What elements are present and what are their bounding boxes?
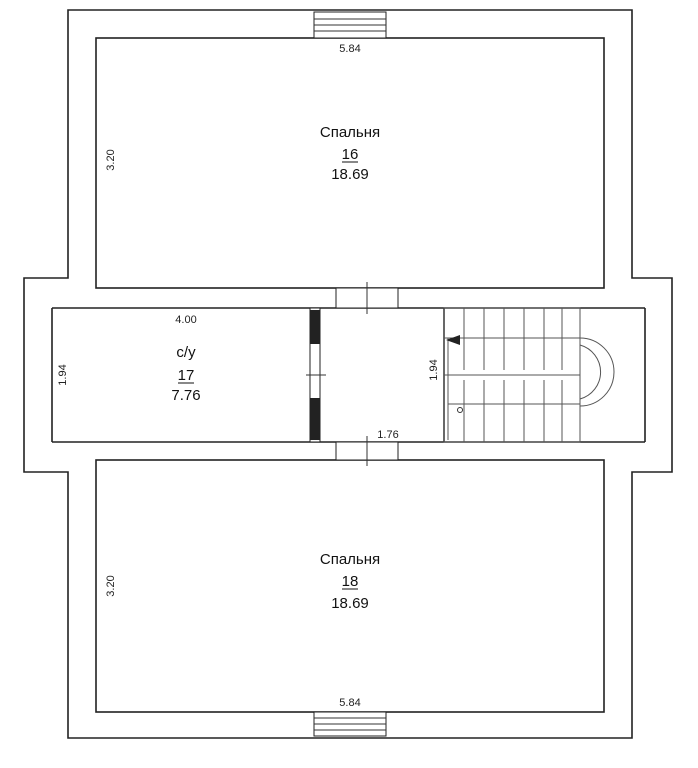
dim-hall-width: 1.76 <box>377 429 398 441</box>
bedroom-top-number: 16 <box>342 146 359 163</box>
outer-wall <box>23 9 673 739</box>
window-bottom <box>313 711 387 737</box>
bedroom-bottom-area: 18.69 <box>331 595 369 612</box>
dim-top-height: 3.20 <box>105 149 117 170</box>
bedroom-bottom-name: Спальня <box>320 551 380 568</box>
stair-start-marker <box>457 407 463 413</box>
dim-bottom-height: 3.20 <box>105 575 117 596</box>
bathroom-partition <box>306 307 326 443</box>
door-top <box>335 282 399 314</box>
dim-bath-height: 1.94 <box>57 364 69 385</box>
bedroom-bottom-number: 18 <box>342 573 359 590</box>
bedroom-top-room <box>95 37 605 289</box>
dim-hall-height: 1.94 <box>428 359 440 380</box>
stair-arrow-icon <box>446 335 460 345</box>
bedroom-top-name: Спальня <box>320 124 380 141</box>
dim-bottom-width: 5.84 <box>339 697 360 709</box>
bathroom-name: с/у <box>176 344 196 361</box>
door-bottom <box>335 436 399 466</box>
bathroom-number: 17 <box>178 367 195 384</box>
dim-bath-width: 4.00 <box>175 314 196 326</box>
bathroom-area: 7.76 <box>171 387 200 404</box>
dim-top-width: 5.84 <box>339 43 360 55</box>
staircase <box>443 307 615 443</box>
bedroom-top-area: 18.69 <box>331 166 369 183</box>
window-top <box>313 11 387 39</box>
